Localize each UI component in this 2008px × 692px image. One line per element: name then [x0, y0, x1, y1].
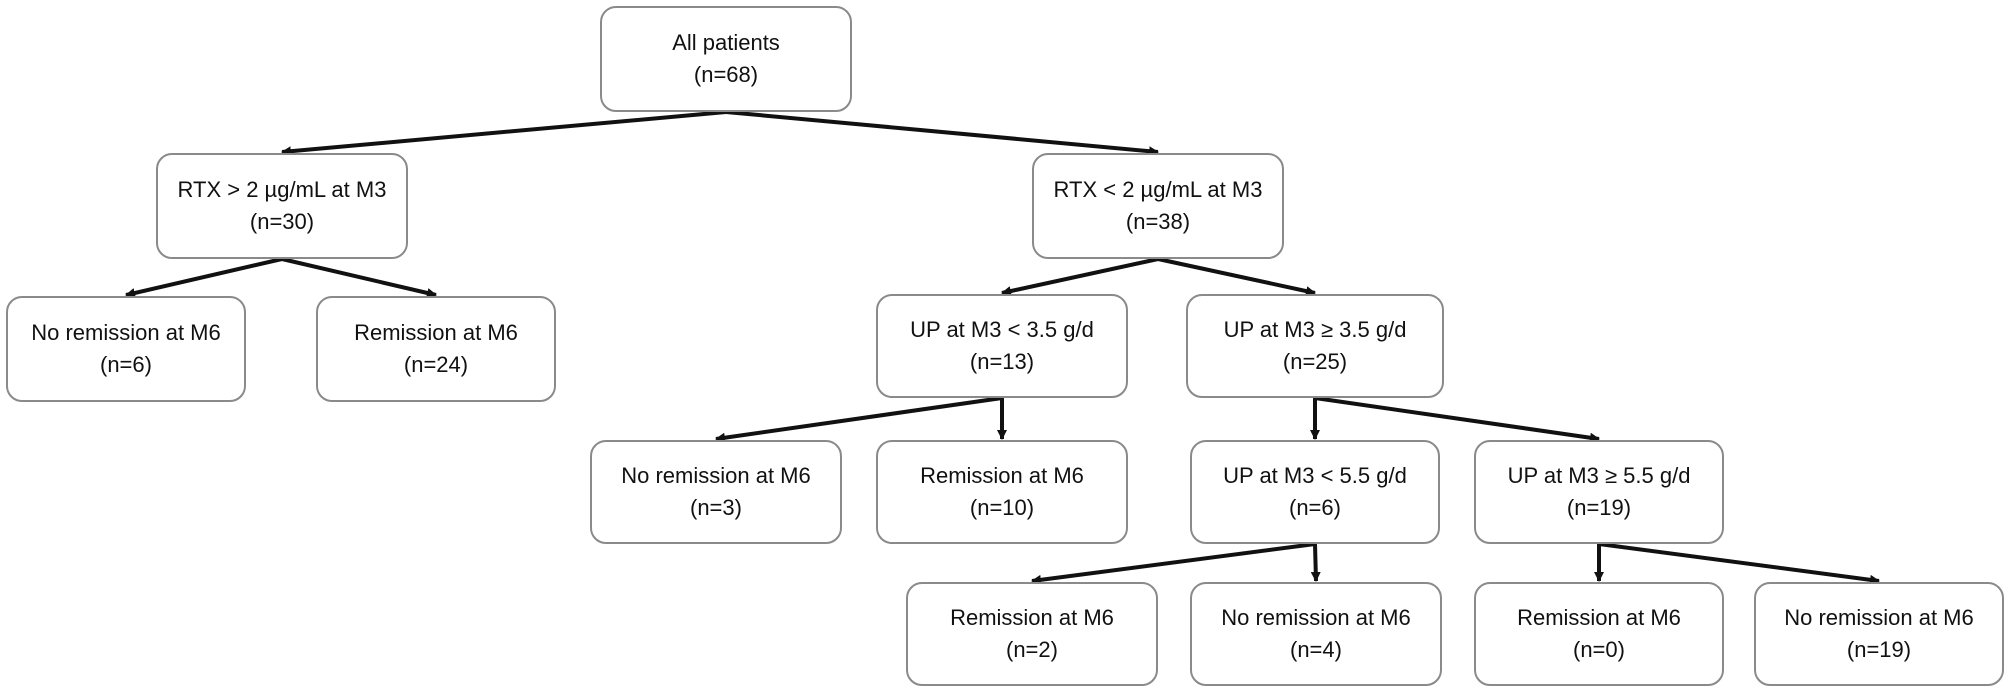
node-count: (n=19) — [1566, 495, 1632, 520]
node-label: Remission at M6 — [950, 605, 1114, 630]
node-up-below-5-5: UP at M3 < 5.5 g/d (n=6) — [1190, 440, 1440, 544]
edge-arrow-all-to-rtx_high — [281, 110, 727, 157]
node-count: (n=38) — [1125, 209, 1191, 234]
node-up-below-3-5-remission: Remission at M6 (n=10) — [876, 440, 1128, 544]
edge-arrow-up_ge_55-to-up_ge_55_no_rem — [1598, 542, 1880, 585]
node-label: Remission at M6 — [1517, 605, 1681, 630]
edge-arrow-rtx_low-to-up_lt_35 — [1001, 257, 1159, 296]
node-count: (n=30) — [249, 209, 315, 234]
node-all-patients: All patients (n=68) — [600, 6, 852, 112]
edge-arrow-all-to-rtx_low — [725, 110, 1159, 157]
node-label: UP at M3 ≥ 5.5 g/d — [1507, 463, 1691, 488]
node-label: Remission at M6 — [920, 463, 1084, 488]
edge-arrow-up_lt_55-to-up_lt_55_rem — [1031, 542, 1316, 585]
edge-arrow-rtx_high-to-rtx_high_no_rem — [125, 257, 283, 298]
node-up-at-least-5-5-no-remission: No remission at M6 (n=19) — [1754, 582, 2004, 686]
edge-arrow-rtx_high-to-rtx_high_rem — [281, 257, 437, 298]
node-label: Remission at M6 — [354, 320, 518, 345]
node-rtx-high-remission: Remission at M6 (n=24) — [316, 296, 556, 402]
node-count: (n=3) — [690, 495, 742, 520]
edge-arrow-up_lt_55-to-up_lt_55_no_rem — [1310, 543, 1321, 582]
node-up-below-5-5-no-remission: No remission at M6 (n=4) — [1190, 582, 1442, 686]
node-rtx-high-no-remission: No remission at M6 (n=6) — [6, 296, 246, 402]
node-rtx-high: RTX > 2 µg/mL at M3 (n=30) — [156, 153, 408, 259]
node-label: UP at M3 < 3.5 g/d — [910, 317, 1094, 342]
node-label: No remission at M6 — [621, 463, 811, 488]
node-rtx-low: RTX < 2 µg/mL at M3 (n=38) — [1032, 153, 1284, 259]
node-count: (n=10) — [969, 495, 1035, 520]
node-count: (n=19) — [1846, 637, 1912, 662]
node-label: UP at M3 < 5.5 g/d — [1223, 463, 1407, 488]
node-up-at-least-3-5: UP at M3 ≥ 3.5 g/d (n=25) — [1186, 294, 1444, 398]
node-label: All patients — [672, 30, 780, 55]
node-label: RTX > 2 µg/mL at M3 — [177, 177, 387, 202]
node-count: (n=25) — [1282, 349, 1348, 374]
node-count: (n=2) — [1006, 637, 1058, 662]
node-count: (n=68) — [693, 62, 759, 87]
node-up-at-least-5-5: UP at M3 ≥ 5.5 g/d (n=19) — [1474, 440, 1724, 544]
node-label: RTX < 2 µg/mL at M3 — [1053, 177, 1263, 202]
node-up-below-3-5-no-remission: No remission at M6 (n=3) — [590, 440, 842, 544]
node-up-at-least-5-5-remission: Remission at M6 (n=0) — [1474, 582, 1724, 686]
node-count: (n=24) — [403, 352, 469, 377]
edge-arrow-up_ge_35-to-up_ge_55 — [1314, 396, 1600, 443]
node-up-below-5-5-remission: Remission at M6 (n=2) — [906, 582, 1158, 686]
node-count: (n=6) — [1289, 495, 1341, 520]
edge-arrow-rtx_low-to-up_ge_35 — [1157, 257, 1316, 296]
node-count: (n=6) — [100, 352, 152, 377]
node-label: No remission at M6 — [1784, 605, 1974, 630]
node-label: UP at M3 ≥ 3.5 g/d — [1223, 317, 1407, 342]
node-count: (n=0) — [1573, 637, 1625, 662]
node-count: (n=4) — [1290, 637, 1342, 662]
node-label: No remission at M6 — [31, 320, 221, 345]
edge-arrow-up_lt_35-to-up_lt_35_no_rem — [715, 396, 1003, 443]
node-up-below-3-5: UP at M3 < 3.5 g/d (n=13) — [876, 294, 1128, 398]
node-count: (n=13) — [969, 349, 1035, 374]
node-label: No remission at M6 — [1221, 605, 1411, 630]
